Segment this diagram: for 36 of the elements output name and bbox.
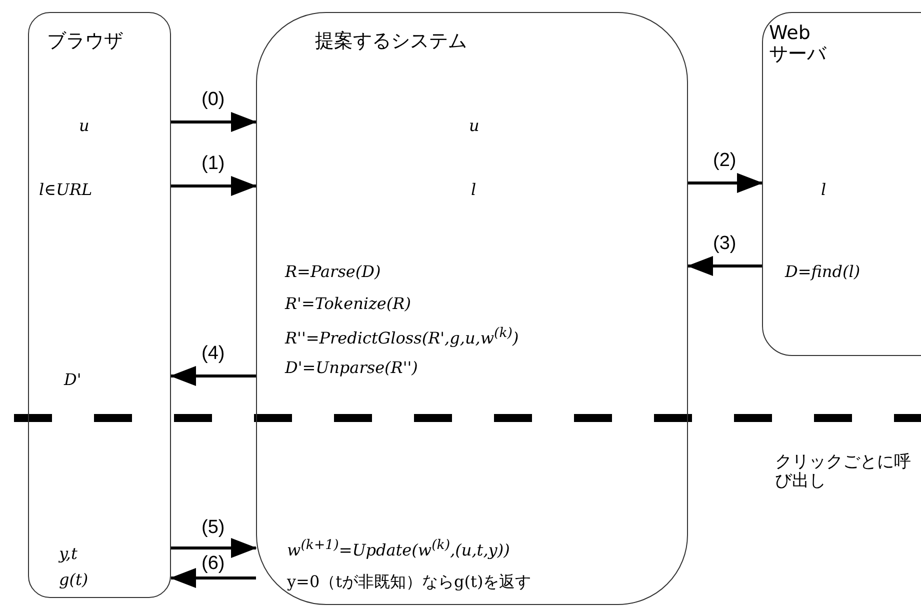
note: クリックごとに呼び出し bbox=[775, 453, 912, 490]
edge-label: (5) bbox=[202, 518, 225, 537]
formula: g(t) bbox=[59, 571, 88, 589]
arrow bbox=[171, 176, 257, 196]
variable-label: u bbox=[469, 117, 480, 135]
formula: R'=Tokenize(R) bbox=[285, 295, 411, 313]
arrow bbox=[688, 173, 763, 193]
arrow bbox=[171, 538, 257, 558]
arrow bbox=[687, 256, 762, 276]
edge-label: (3) bbox=[713, 234, 736, 253]
edge-label: (0) bbox=[202, 90, 225, 109]
formula: w$^{(k+1)}$=Update(w$^{(k)}$,(u,t,y)) bbox=[287, 539, 510, 559]
heading: Web サーバ bbox=[769, 23, 828, 65]
formula: D=find(l) bbox=[785, 263, 860, 281]
formula: R=Parse(D) bbox=[285, 263, 381, 281]
arrow bbox=[170, 366, 256, 386]
formula: l∈URL bbox=[39, 181, 92, 199]
formula: R''=PredictGloss(R',g,u,w$^{(k)}$) bbox=[285, 327, 519, 347]
variable-label: l bbox=[471, 181, 476, 199]
variable-label: D' bbox=[64, 371, 82, 389]
heading: 提案するシステム bbox=[315, 31, 467, 52]
formula: y,t bbox=[59, 545, 78, 563]
system-column bbox=[256, 12, 688, 605]
formula: y=0（tが非既知）ならg(t)を返す bbox=[287, 573, 532, 591]
heading: ブラウザ bbox=[47, 31, 123, 52]
variable-label: l bbox=[821, 181, 826, 199]
edge-label: (2) bbox=[713, 151, 736, 170]
server-column bbox=[762, 12, 921, 356]
edge-label: (4) bbox=[202, 344, 225, 363]
arrow bbox=[171, 112, 257, 132]
formula: D'=Unparse(R'') bbox=[285, 359, 418, 377]
edge-label: (6) bbox=[202, 554, 225, 573]
arrow bbox=[170, 568, 256, 588]
browser-column bbox=[28, 12, 171, 598]
edge-label: (1) bbox=[202, 154, 225, 173]
variable-label: u bbox=[79, 117, 90, 135]
